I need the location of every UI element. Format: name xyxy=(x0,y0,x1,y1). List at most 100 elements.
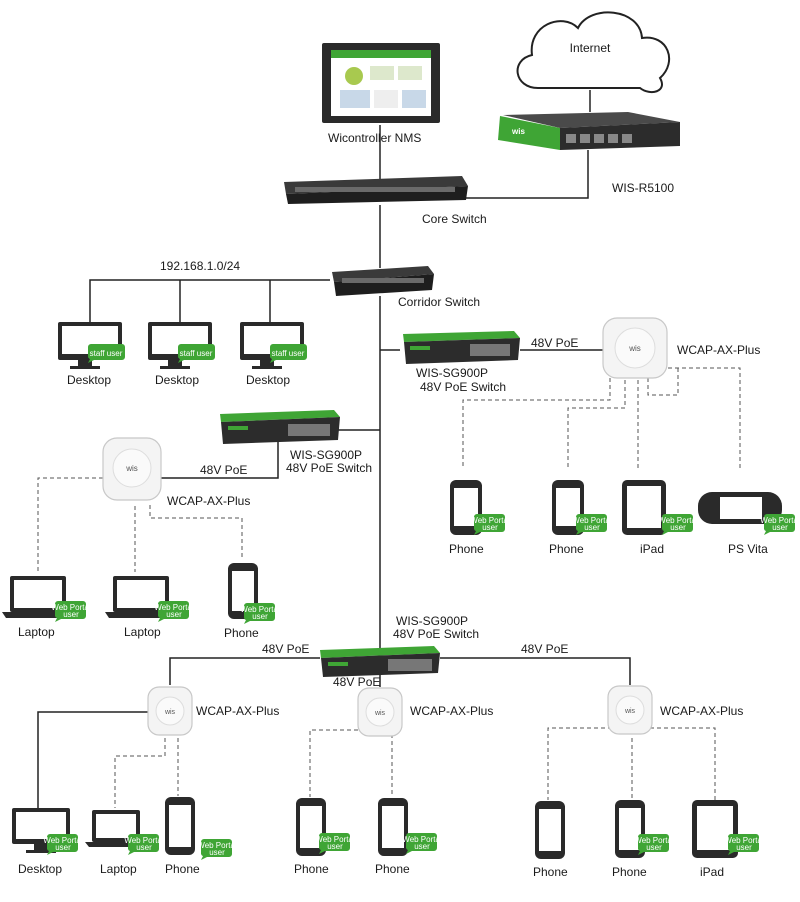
router-device: wis WIS-R5100 xyxy=(498,112,680,195)
phone-icon xyxy=(535,801,565,859)
staff-user-badge: staff user xyxy=(87,344,125,363)
badge-line1: Web Portal xyxy=(315,835,355,844)
right-switch-model: WIS-SG900P xyxy=(416,366,488,380)
bottom-poe-label-right: 48V PoE xyxy=(521,642,568,656)
ipad-icon xyxy=(622,480,666,535)
desktop-label: Desktop xyxy=(18,862,62,876)
wired-links xyxy=(37,90,631,808)
wifi-right-2 xyxy=(567,380,626,468)
poe-switch-left: WIS-SG900P 48V PoE Switch 48V PoE xyxy=(200,410,372,477)
internet-cloud: Internet xyxy=(516,11,671,94)
left-ap-clients: Web Portal user Laptop Web Portal user L… xyxy=(2,563,280,640)
web-portal-badge: Web Portal user xyxy=(724,834,764,855)
web-portal-badge: Web Portal user xyxy=(43,834,83,855)
left-ap-label: WCAP-AX-Plus xyxy=(167,494,250,508)
badge-line1: Web Portal xyxy=(43,836,83,845)
laptop-label: Laptop xyxy=(124,625,161,639)
staff-user-badge: staff user xyxy=(269,344,307,363)
badge-line2: user xyxy=(736,843,752,852)
right-switch-desc: 48V PoE Switch xyxy=(420,380,506,394)
poe-switch-right: 48V PoE WIS-SG900P 48V PoE Switch xyxy=(403,331,578,394)
web-portal-badge: Web Portal user xyxy=(315,833,355,854)
corridor-switch: Corridor Switch 192.168.1.0/24 xyxy=(160,259,480,309)
wifi-right-4 xyxy=(668,367,741,468)
desktop-label: Desktop xyxy=(155,373,199,387)
nms-label: Wicontroller NMS xyxy=(328,131,421,145)
right-ap-label: WCAP-AX-Plus xyxy=(677,343,760,357)
ap-logo: wis xyxy=(624,708,636,715)
wifi-left-1 xyxy=(37,477,103,572)
badge-line2: user xyxy=(670,523,686,532)
ap-logo: wis xyxy=(164,709,176,716)
staff-badge-text: staff user xyxy=(272,349,305,358)
badge-line2: user xyxy=(414,842,430,851)
badge-line1: Web Portal xyxy=(402,835,442,844)
web-portal-badge: Web Portal user xyxy=(760,514,800,535)
laptop-icon xyxy=(105,576,177,618)
wireless-links xyxy=(37,367,741,808)
access-point-left: wis WCAP-AX-Plus xyxy=(102,437,250,508)
phone-label: Phone xyxy=(612,865,647,879)
badge-line1: Web Portal xyxy=(634,836,674,845)
bottom-right-clients: Phone Web Portal user Phone Web Portal u… xyxy=(533,800,764,879)
badge-line2: user xyxy=(209,848,225,857)
nms-chart-icon xyxy=(345,67,363,85)
badge-line1: Web Portal xyxy=(240,605,280,614)
web-portal-badge: Web Portal user xyxy=(197,839,237,860)
badge-line1: Web Portal xyxy=(124,836,164,845)
phone-label: Phone xyxy=(224,626,259,640)
psvita-label: PS Vita xyxy=(728,542,768,556)
bm-ap-label: WCAP-AX-Plus xyxy=(410,704,493,718)
nms-monitor: Wicontroller NMS xyxy=(322,43,440,145)
wifi-bm-1 xyxy=(309,729,365,797)
subnet-label: 192.168.1.0/24 xyxy=(160,259,240,273)
wifi-br-1 xyxy=(547,727,612,800)
badge-line2: user xyxy=(252,612,268,621)
right-poe-link-label: 48V PoE xyxy=(531,336,578,350)
core-switch-ports xyxy=(295,187,455,192)
corridor-lan-link xyxy=(89,279,330,322)
access-point-bottom-middle: wis WCAP-AX-Plus xyxy=(357,687,493,737)
web-portal-badge: Web Portal user xyxy=(154,601,194,622)
phone-label: Phone xyxy=(533,865,568,879)
phone-icon xyxy=(615,800,645,858)
phone-label: Phone xyxy=(294,862,329,876)
staff-user-badge: staff user xyxy=(177,344,215,363)
bottom-middle-clients: Web Portal user Phone Web Portal user Ph… xyxy=(294,798,442,876)
web-portal-badge: Web Portal user xyxy=(51,601,91,622)
badge-line1: Web Portal xyxy=(197,841,237,850)
router-port-3 xyxy=(594,134,604,143)
internet-label: Internet xyxy=(570,41,611,55)
br-ap-label: WCAP-AX-Plus xyxy=(660,704,743,718)
desktop-group-staff: staff user Desktop staff user Desktop st… xyxy=(58,322,307,387)
badge-line2: user xyxy=(772,523,788,532)
ipad-label: iPad xyxy=(700,865,724,879)
left-poe-link-label: 48V PoE xyxy=(200,463,247,477)
right-ap-clients: Web Portal user Phone Web Portal user Ph… xyxy=(449,480,800,556)
desktop-label: Desktop xyxy=(67,373,111,387)
badge-line2: user xyxy=(136,843,152,852)
left-switch-desc: 48V PoE Switch xyxy=(286,461,372,475)
wifi-right-1 xyxy=(462,378,611,468)
web-portal-badge: Web Portal user xyxy=(402,833,442,854)
router-port-1 xyxy=(566,134,576,143)
ap-desktop-wired-link xyxy=(37,711,148,808)
web-portal-badge: Web Portal user xyxy=(658,514,698,535)
badge-line2: user xyxy=(166,610,182,619)
badge-line2: user xyxy=(646,843,662,852)
router-port-4 xyxy=(608,134,618,143)
laptop-icon xyxy=(2,576,74,618)
badge-line2: user xyxy=(584,523,600,532)
wifi-br-3 xyxy=(650,727,716,800)
router-port-2 xyxy=(580,134,590,143)
bottom-left-clients: Web Portal user Desktop Web Portal user … xyxy=(12,797,237,876)
badge-line1: Web Portal xyxy=(572,516,612,525)
router-core-link xyxy=(465,150,589,199)
bottom-poe-label-mid: 48V PoE xyxy=(333,675,380,689)
ipad-label: iPad xyxy=(640,542,664,556)
badge-line2: user xyxy=(327,842,343,851)
badge-line1: Web Portal xyxy=(760,516,800,525)
wifi-left-3 xyxy=(149,505,243,560)
badge-line1: Web Portal xyxy=(154,603,194,612)
